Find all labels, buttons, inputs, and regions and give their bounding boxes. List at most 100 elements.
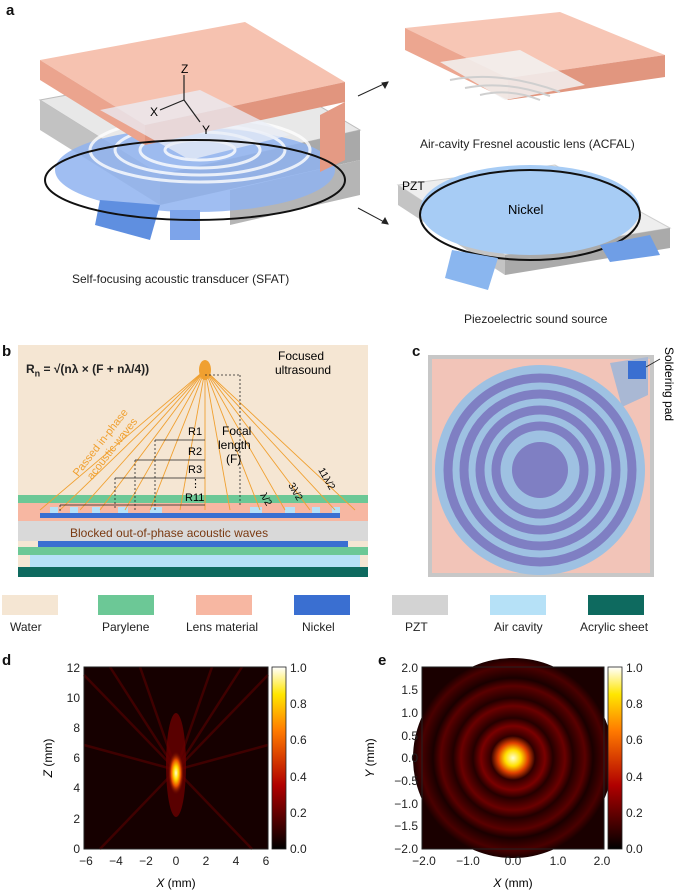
- d-ytick: 4: [73, 781, 80, 795]
- d-xtick: 2: [203, 854, 210, 868]
- colorbar-e: [607, 666, 623, 850]
- d-xtick: −6: [79, 854, 93, 868]
- focal-spot-icon: [199, 360, 211, 380]
- legend-label-air: Air cavity: [494, 620, 543, 634]
- e-ytick: 0.0: [401, 751, 418, 765]
- legend-swatch-water: [2, 595, 58, 615]
- legend-label-nickel: Nickel: [302, 620, 335, 634]
- d-ytick: 10: [67, 691, 81, 705]
- legend-label-pzt: PZT: [405, 620, 428, 634]
- e-ytick: −1.0: [394, 797, 418, 811]
- panel-c-top-view: Soldering pad: [428, 347, 676, 577]
- focal-length-line1: Focal: [222, 424, 251, 438]
- e-xtick: 0.0: [505, 854, 522, 868]
- e-ytick: −2.0: [394, 842, 418, 856]
- acfal-lens-illustration: [405, 12, 665, 101]
- e-cbar-tick: 0.2: [626, 806, 643, 820]
- e-ytick: 1.0: [401, 706, 418, 720]
- panel-label-a: a: [6, 2, 15, 19]
- d-ytick: 12: [67, 661, 81, 675]
- e-xtick: −1.0: [456, 854, 480, 868]
- focal-length-line2: length: [218, 438, 251, 452]
- panel-d-heatmap: 0 2 4 6 8 10 12 −6 −4 −2 0 2 4 6 0.0 0.2…: [41, 661, 307, 890]
- d-ytick: 2: [73, 812, 80, 826]
- d-cbar-tick: 0.2: [290, 806, 307, 820]
- d-xtick: −2: [139, 854, 153, 868]
- d-cbar-tick: 1.0: [290, 661, 307, 675]
- e-cbar-tick: 0.6: [626, 733, 643, 747]
- d-ytick: 6: [73, 751, 80, 765]
- soldering-pad-icon: [628, 361, 646, 379]
- d-xtick: 6: [263, 854, 270, 868]
- e-cbar-tick: 1.0: [626, 661, 643, 675]
- heatmap-e-field: [413, 658, 613, 858]
- panel-e-heatmap: −2.0 −1.5 −1.0 −0.5 0.0 0.5 1.0 1.5 2.0 …: [363, 658, 643, 890]
- legend-label-acrylic: Acrylic sheet: [580, 620, 649, 634]
- d-xlabel: X (mm): [155, 876, 195, 890]
- d-cbar-tick: 0.6: [290, 733, 307, 747]
- panel-label-c: c: [412, 343, 421, 360]
- focal-spot-d: [168, 751, 184, 795]
- e-ytick: 2.0: [401, 661, 418, 675]
- axis-z-label: Z: [181, 62, 188, 76]
- panel-b-cross-section: R1 R2 R3 ⋮ R11 Focal length (F) Focused …: [18, 345, 368, 577]
- d-xtick: −4: [109, 854, 123, 868]
- caption-source: Piezoelectric sound source: [464, 312, 608, 326]
- r3-label: R3: [188, 464, 202, 476]
- focal-length-line3: (F): [226, 452, 241, 466]
- e-ylabel: Y (mm): [363, 738, 377, 777]
- e-cbar-tick: 0.0: [626, 842, 643, 856]
- piezo-source-illustration: [396, 164, 672, 290]
- colorbar-d: [271, 666, 287, 850]
- legend-label-parylene: Parylene: [102, 620, 150, 634]
- caption-acfal: Air-cavity Fresnel acoustic lens (ACFAL): [420, 137, 635, 151]
- legend-swatch-pzt: [392, 595, 448, 615]
- r2-label: R2: [188, 446, 202, 458]
- e-ytick: −0.5: [394, 774, 418, 788]
- legend-swatch-air: [490, 595, 546, 615]
- panel-a-illustration: Z X Y PZT Nickel: [38, 12, 672, 290]
- ellipsis-label: ⋮: [190, 478, 201, 490]
- soldering-pad-label: Soldering pad: [662, 347, 676, 421]
- d-cbar-tick: 0.0: [290, 842, 307, 856]
- focused-label: Focused: [278, 349, 324, 363]
- d-xtick: 0: [173, 854, 180, 868]
- ultrasound-label: ultrasound: [275, 363, 331, 377]
- d-ylabel: Z (mm): [41, 739, 55, 779]
- d-ytick: 8: [73, 721, 80, 735]
- legend-swatch-acrylic: [588, 595, 644, 615]
- d-ytick: 0: [73, 842, 80, 856]
- legend-swatch-nickel: [294, 595, 350, 615]
- d-xtick: 4: [233, 854, 240, 868]
- blocked-label: Blocked out-of-phase acoustic waves: [70, 526, 268, 540]
- legend-label-water: Water: [10, 620, 42, 634]
- e-ytick: 1.5: [401, 683, 418, 697]
- e-cbar-tick: 0.4: [626, 770, 643, 784]
- panel-label-b: b: [2, 343, 12, 360]
- e-xtick: 2.0: [594, 854, 611, 868]
- r1-label: R1: [188, 426, 202, 438]
- e-xtick: −2.0: [412, 854, 436, 868]
- e-cbar-tick: 0.8: [626, 697, 643, 711]
- e-ytick: −1.5: [394, 819, 418, 833]
- d-cbar-tick: 0.8: [290, 697, 307, 711]
- caption-sfat: Self-focusing acoustic transducer (SFAT): [72, 272, 290, 286]
- arrow-icon: [357, 81, 389, 225]
- e-ytick: 0.5: [401, 729, 418, 743]
- pzt-label: PZT: [402, 179, 425, 193]
- nickel-label: Nickel: [508, 202, 544, 217]
- panel-label-e: e: [378, 652, 387, 669]
- e-xtick: 1.0: [550, 854, 567, 868]
- axes-icon: [159, 75, 201, 123]
- r11-label: R11: [185, 492, 204, 504]
- axis-x-label: X: [150, 105, 158, 119]
- d-cbar-tick: 0.4: [290, 770, 307, 784]
- axis-y-label: Y: [202, 123, 210, 137]
- legend-swatch-parylene: [98, 595, 154, 615]
- fresnel-formula: Rn = √(nλ × (F + nλ/4)): [26, 362, 150, 379]
- sfat-nickel-electrode: [55, 128, 335, 240]
- legend-swatch-lens: [196, 595, 252, 615]
- e-xlabel: X (mm): [492, 876, 532, 890]
- panel-label-d: d: [2, 652, 12, 669]
- legend-label-lens: Lens material: [186, 620, 259, 634]
